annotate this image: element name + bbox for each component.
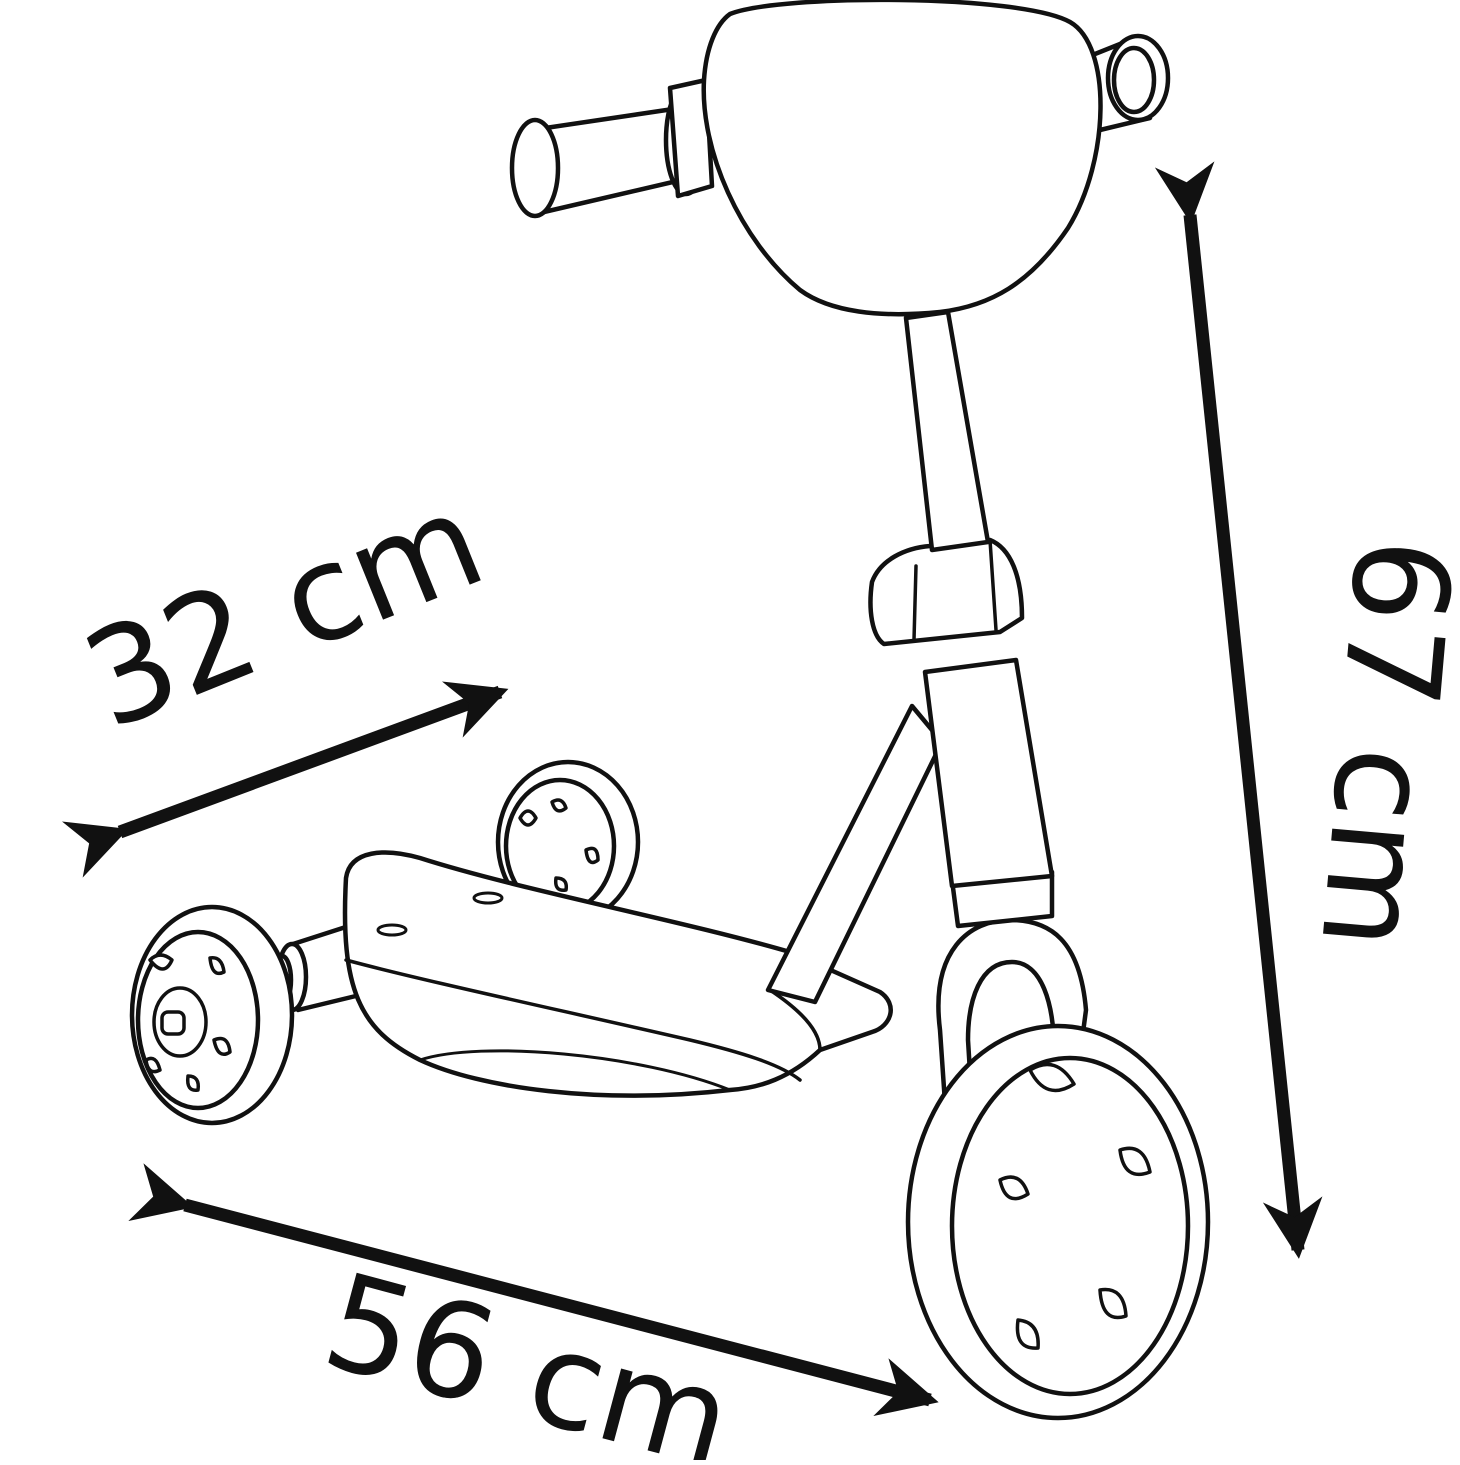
height-label: 67 cm [1290,532,1460,955]
handlebar-head [701,0,1103,317]
length-arrow [128,1163,939,1417]
front-wheel [905,1023,1211,1421]
rear-right-wheel [495,759,641,925]
rear-left-wheel [129,904,295,1126]
steering-clamp [868,537,1025,647]
lower-steering-tube [922,657,1055,889]
upper-steering-tube [903,309,991,553]
length-label: 56 cm [310,1244,747,1460]
scooter-deck [342,850,893,1098]
width-arrow [61,681,509,878]
scooter-illustration [129,0,1211,1421]
left-handle-grip [509,77,715,219]
dimension-arrows [61,161,1323,1417]
height-arrow [1154,161,1323,1259]
